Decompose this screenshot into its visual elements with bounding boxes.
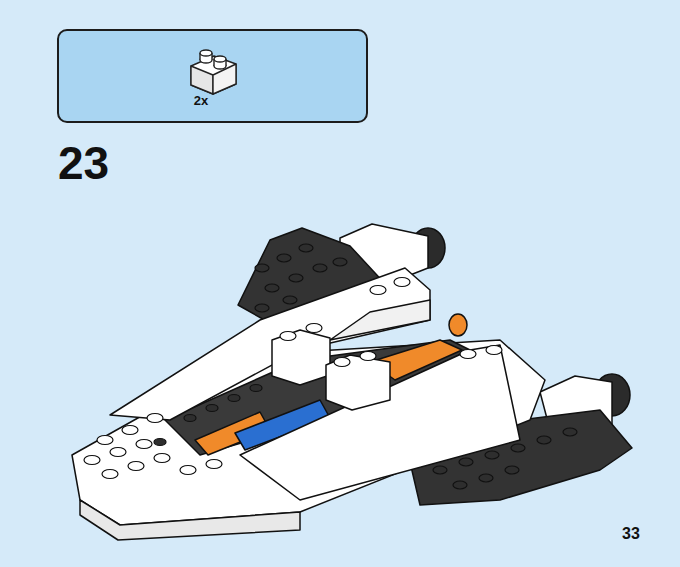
parts-box: 2x — [57, 29, 368, 123]
studs — [84, 244, 577, 489]
page-number: 33 — [622, 526, 640, 542]
part-icon — [191, 50, 236, 94]
step-number: 23 — [58, 140, 109, 186]
parts-box-fill — [58, 30, 367, 122]
shuttle-model — [72, 224, 632, 540]
part-count: 2x — [194, 94, 208, 107]
